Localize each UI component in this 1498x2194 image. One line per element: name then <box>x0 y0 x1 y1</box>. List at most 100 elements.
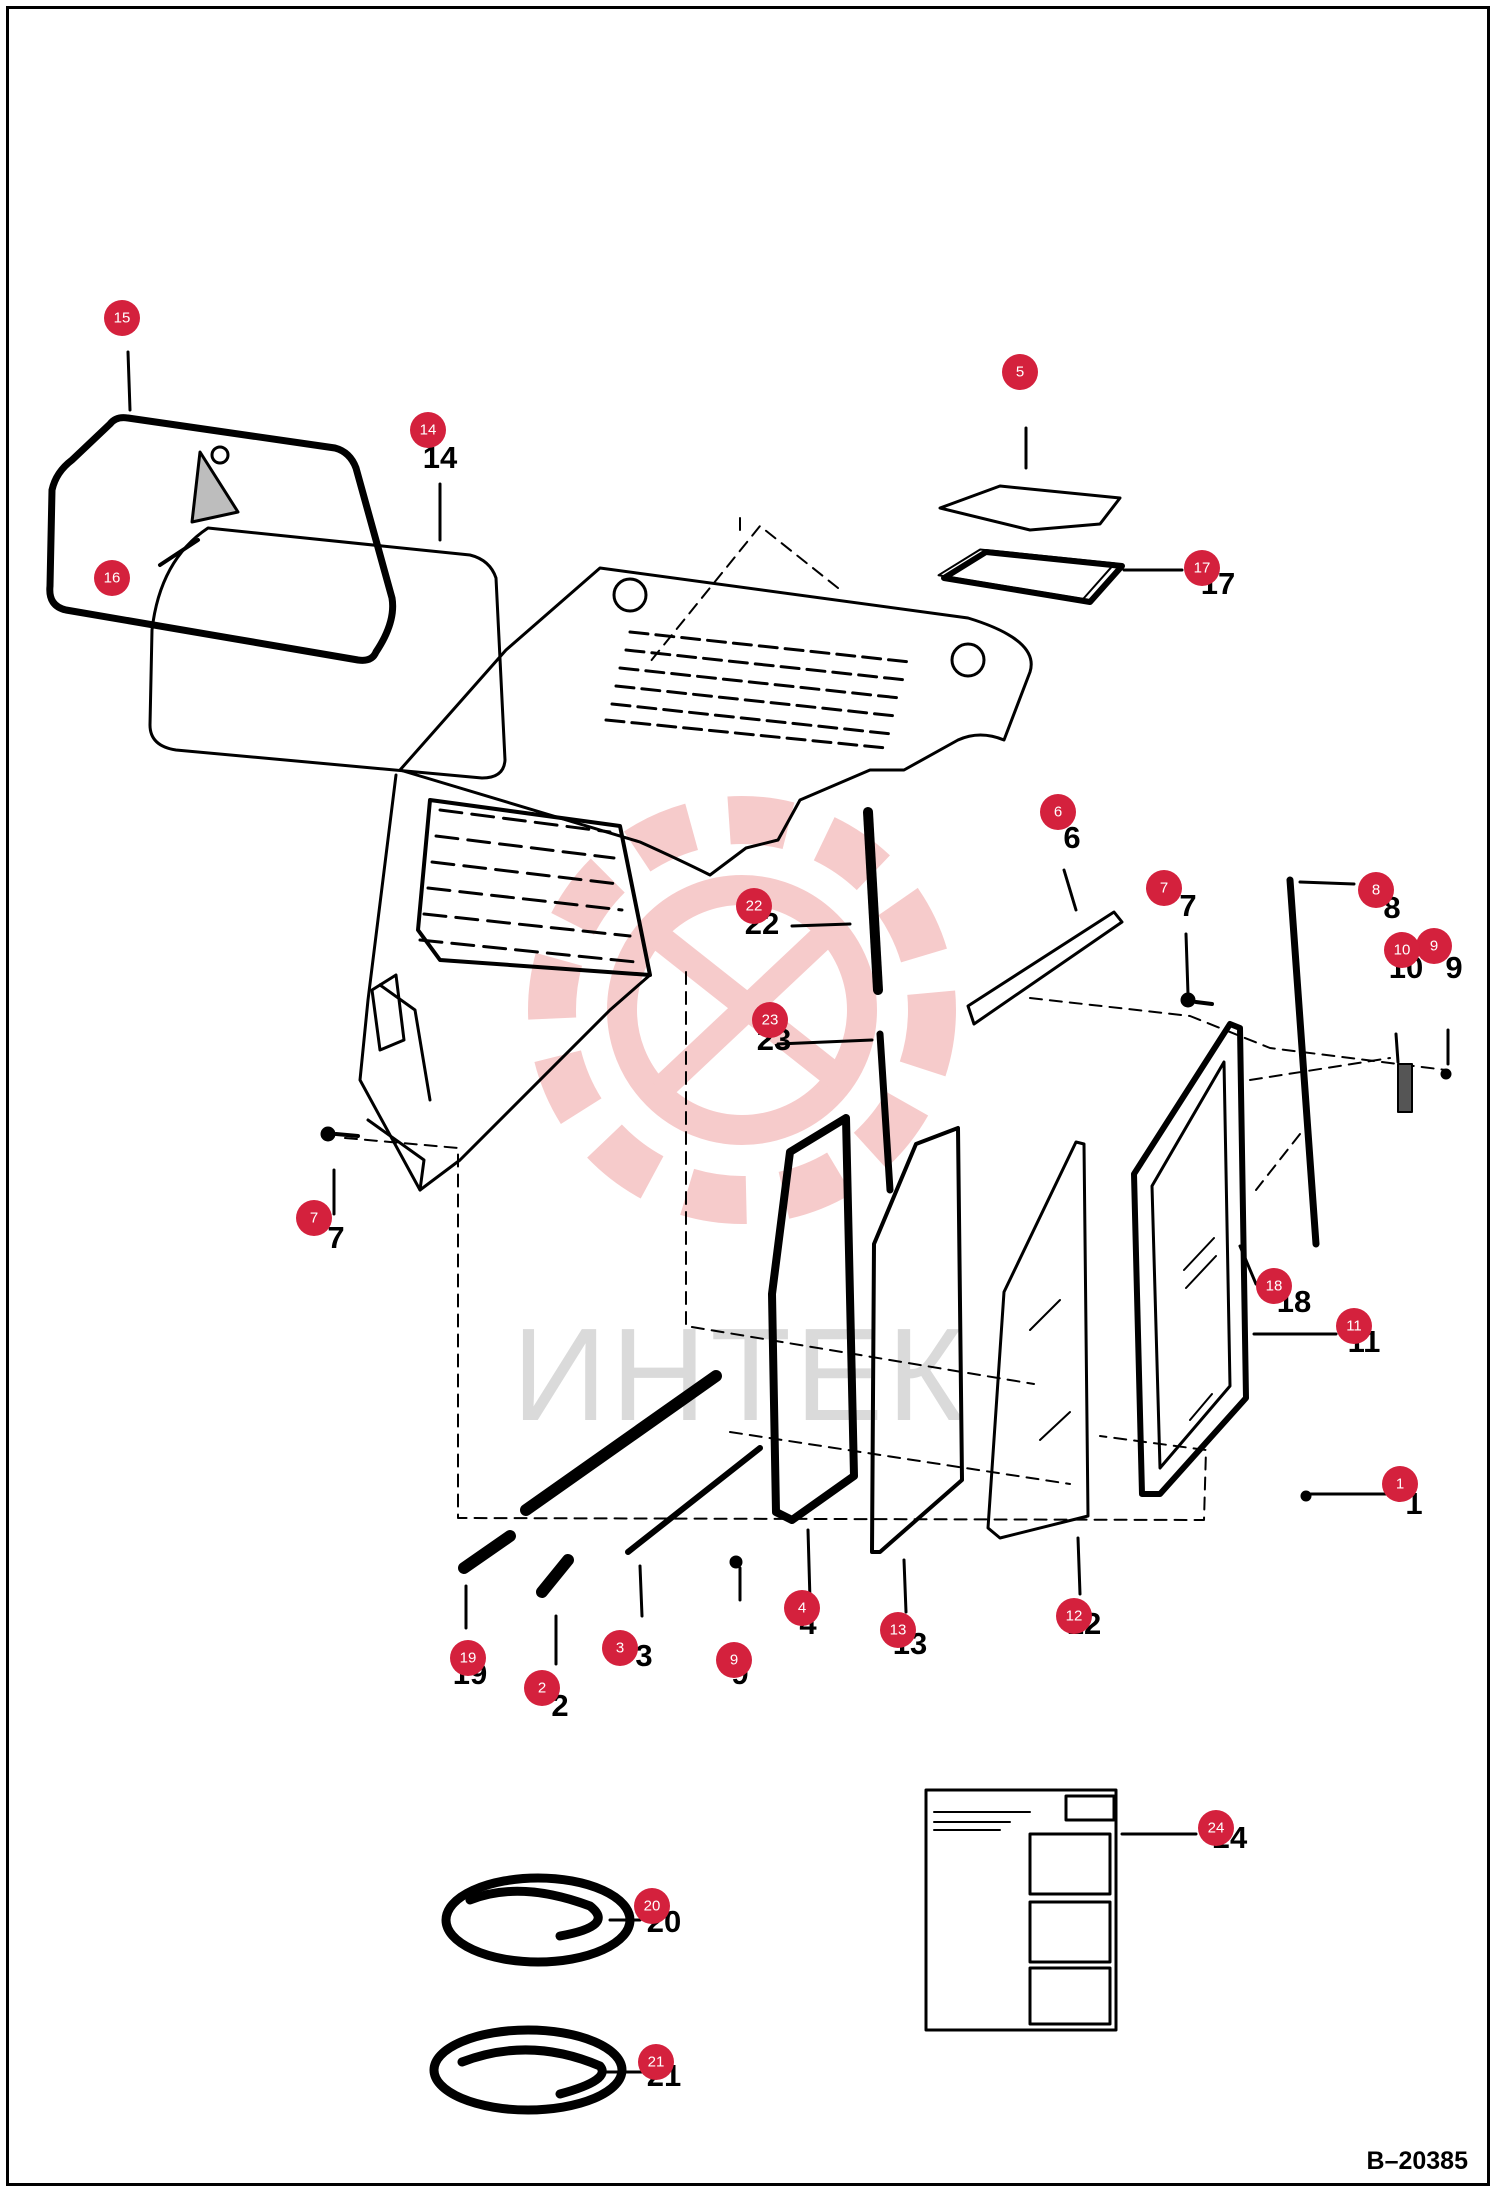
callout-c3: 3 <box>602 1630 638 1666</box>
callout-label: 20 <box>644 1898 661 1915</box>
bolt-7-left <box>320 1126 360 1142</box>
callout-c4: 4 <box>784 1590 820 1626</box>
rear-window-frame <box>46 414 397 664</box>
callout-badge <box>296 1200 332 1236</box>
watermark: ИНТЕК <box>512 796 968 1448</box>
callout-c24: 24 <box>1198 1810 1234 1846</box>
callout-label: 14 <box>420 422 437 439</box>
callout-badge <box>1198 1810 1234 1846</box>
callout-c5: 5 <box>1002 354 1038 390</box>
callout-c22: 22 <box>736 888 772 924</box>
door-glass-seal <box>870 1126 964 1554</box>
callout-c6: 6 <box>1040 794 1076 830</box>
callout-label: 7 <box>1160 880 1168 897</box>
callout-label: 23 <box>762 1012 779 1029</box>
callout-badge <box>1184 550 1220 586</box>
nut-9-lower <box>729 1555 743 1569</box>
sill-strip-long <box>520 1370 722 1516</box>
callout-badge <box>1382 1466 1418 1502</box>
callout-label: 1 <box>1396 1476 1404 1493</box>
callout-c18: 18 <box>1256 1268 1292 1304</box>
callout-label: 9 <box>730 1652 738 1669</box>
callout-label: 9 <box>1430 938 1438 955</box>
callout-badge <box>1256 1268 1292 1304</box>
callout-label: 21 <box>648 2054 665 2071</box>
callout-c8: 8 <box>1358 872 1394 908</box>
nut-9-upper <box>1440 1068 1452 1080</box>
ref-number-r9a: 9 <box>1445 950 1462 985</box>
callout-badge <box>736 888 772 924</box>
callout-badge <box>602 1630 638 1666</box>
bolt-7-right <box>1180 992 1214 1008</box>
seal-strip-2 <box>536 1554 574 1598</box>
callout-label: 6 <box>1054 804 1062 821</box>
callout-label: 2 <box>538 1680 546 1697</box>
callout-label: 19 <box>460 1650 477 1667</box>
callout-label: 18 <box>1266 1278 1283 1295</box>
callout-c9a: 9 <box>1416 928 1452 964</box>
callout-badge <box>94 560 130 596</box>
callout-label: 15 <box>114 310 131 327</box>
callout-c19: 19 <box>450 1640 486 1676</box>
callout-badge <box>1002 354 1038 390</box>
callout-label: 24 <box>1208 1820 1225 1837</box>
door-seal-lower <box>876 1030 894 1194</box>
callout-badge <box>752 1002 788 1038</box>
door-assembly <box>1131 1021 1249 1497</box>
callouts: 1234567789910111213141516171819202122232… <box>94 300 1452 2080</box>
callout-badge <box>716 1642 752 1678</box>
callout-badge <box>880 1612 916 1648</box>
callout-label: 10 <box>1394 942 1411 959</box>
reference-numbers: 141722236781097181111213432199242021 <box>327 440 1462 2093</box>
watermark-text: ИНТЕК <box>512 1301 968 1448</box>
callout-label: 7 <box>310 1210 318 1227</box>
rear-window-glass <box>148 526 507 780</box>
callout-label: 22 <box>746 898 763 915</box>
seal-coil-21 <box>429 2025 627 2115</box>
callout-badge <box>784 1590 820 1626</box>
callout-badge <box>1416 928 1452 964</box>
roof-seal <box>941 549 1125 605</box>
callout-c2: 2 <box>524 1670 560 1706</box>
latch-striker <box>1397 1063 1413 1113</box>
leader-lines <box>126 350 1450 2074</box>
callout-badge <box>450 1640 486 1676</box>
roof-grille <box>604 630 912 750</box>
callout-c12: 12 <box>1056 1598 1092 1634</box>
instruction-sheet <box>924 1788 1118 2032</box>
callout-badge <box>1358 872 1394 908</box>
roof-cover-plate <box>938 484 1122 532</box>
door-frame-seal <box>768 1114 858 1524</box>
callout-c17: 17 <box>1184 550 1220 586</box>
callout-label: 4 <box>798 1600 806 1617</box>
callout-badge <box>1336 1308 1372 1344</box>
seal-coil-20 <box>441 1873 635 1967</box>
callout-c9b: 9 <box>716 1642 752 1678</box>
callout-badge <box>634 1888 670 1924</box>
callout-c13: 13 <box>880 1612 916 1648</box>
callout-badge <box>1056 1598 1092 1634</box>
callout-c16: 16 <box>94 560 130 596</box>
callout-c10: 10 <box>1384 932 1420 968</box>
ref-number-r6: 6 <box>1063 820 1080 855</box>
callout-c1: 1 <box>1382 1466 1418 1502</box>
screw-1 <box>1300 1490 1312 1502</box>
callout-badge <box>410 412 446 448</box>
callout-label: 12 <box>1066 1608 1083 1625</box>
ref-number-r3: 3 <box>635 1638 652 1673</box>
door-seal-upper <box>863 807 883 995</box>
callout-label: 5 <box>1016 364 1024 381</box>
ref-number-r7b: 7 <box>327 1220 344 1255</box>
drawing-id: B–20385 <box>1366 2147 1468 2175</box>
door-gas-strut <box>1286 876 1320 1248</box>
door-glass <box>986 1140 1090 1540</box>
callout-label: 11 <box>1346 1318 1362 1335</box>
callout-label: 8 <box>1372 882 1380 899</box>
callout-c7a: 7 <box>1146 870 1182 906</box>
callout-badge <box>524 1670 560 1706</box>
door-hinge-bracket <box>966 910 1124 1026</box>
cab-shell <box>358 566 1033 1192</box>
callout-badge <box>1040 794 1076 830</box>
ref-number-r7a: 7 <box>1179 888 1196 923</box>
